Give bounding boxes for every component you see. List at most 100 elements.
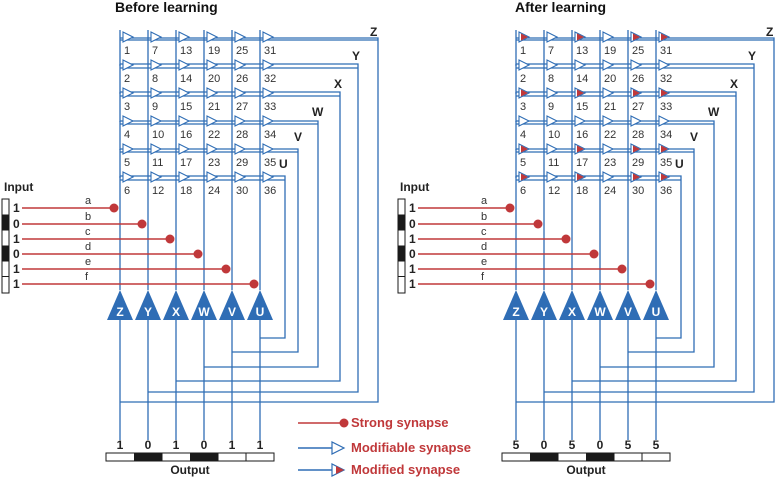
synapse-triangle xyxy=(234,115,247,127)
strong-synapse-dot xyxy=(645,279,655,289)
synapse-triangle xyxy=(602,171,615,183)
synapse-number: 9 xyxy=(152,101,158,113)
input-strip-segment-dark xyxy=(2,245,9,261)
strong-synapse-dot xyxy=(165,234,175,244)
output-value: 1 xyxy=(229,438,236,452)
modified-synapse-fill xyxy=(521,145,528,153)
feedback-line xyxy=(120,37,379,403)
neuron-cell xyxy=(587,290,613,320)
output-value: 0 xyxy=(201,438,208,452)
synapse-number: 16 xyxy=(180,129,192,141)
input-value: 1 xyxy=(409,262,416,276)
input-value: 1 xyxy=(13,277,20,291)
feedback-line xyxy=(516,91,737,382)
input-value: 1 xyxy=(13,262,20,276)
synapse-number: 19 xyxy=(604,45,616,57)
neuron-cell xyxy=(615,290,641,320)
synapse-number: 15 xyxy=(576,101,588,113)
output-value: 0 xyxy=(541,438,548,452)
neuron-cell xyxy=(531,290,557,320)
output-value: 5 xyxy=(569,438,576,452)
output-label: Output xyxy=(170,463,209,477)
modified-synapse-fill xyxy=(577,89,584,97)
synapse-number: 6 xyxy=(520,185,526,197)
synapse-triangle xyxy=(122,59,135,71)
synapse-number: 20 xyxy=(604,73,616,85)
synapse-number: 27 xyxy=(632,101,644,113)
feedback-label: X xyxy=(730,77,738,91)
input-line-label: e xyxy=(85,256,91,268)
synapse-number: 30 xyxy=(632,185,644,197)
output-value: 1 xyxy=(117,438,124,452)
synapse-triangle xyxy=(262,143,275,155)
synapse-number: 4 xyxy=(124,129,130,141)
neuron-label: W xyxy=(198,305,210,319)
synapse-number: 13 xyxy=(576,45,588,57)
synapse-number: 26 xyxy=(236,73,248,85)
input-value: 1 xyxy=(409,201,416,215)
feedback-line xyxy=(516,120,715,368)
output-value: 1 xyxy=(173,438,180,452)
input-value: 1 xyxy=(13,232,20,246)
synapse-triangle xyxy=(122,87,135,99)
synapse-triangle xyxy=(602,87,615,99)
neuron-cell xyxy=(247,290,273,320)
feedback-label: X xyxy=(334,77,342,91)
modified-synapse-fill xyxy=(577,173,584,181)
feedback-label: W xyxy=(312,105,324,119)
modified-synapse-fill xyxy=(521,33,528,41)
output-value: 1 xyxy=(257,438,264,452)
synapse-number: 1 xyxy=(124,45,130,57)
synapse-number: 35 xyxy=(264,157,276,169)
feedback-label: V xyxy=(690,130,698,144)
strong-synapse-dot xyxy=(137,219,147,229)
input-strip-segment-dark xyxy=(2,214,9,230)
synapse-number: 23 xyxy=(604,157,616,169)
synapse-triangle xyxy=(602,115,615,127)
synapse-triangle xyxy=(546,59,559,71)
synapse-number: 22 xyxy=(208,129,220,141)
synapse-number: 28 xyxy=(236,129,248,141)
input-line-label: a xyxy=(85,195,92,207)
synapse-triangle xyxy=(150,87,163,99)
modified-synapse-fill xyxy=(577,33,584,41)
synapse-number: 18 xyxy=(180,185,192,197)
synapse-triangle xyxy=(206,115,219,127)
synapse-number: 36 xyxy=(264,185,276,197)
neuron-label: Y xyxy=(144,305,152,319)
neuron-label: V xyxy=(228,305,236,319)
input-line-label: c xyxy=(481,226,487,238)
synapse-triangle xyxy=(602,59,615,71)
synapse-triangle xyxy=(262,115,275,127)
strong-synapse-dot xyxy=(249,279,259,289)
input-line-label: f xyxy=(481,271,485,283)
feedback-line xyxy=(120,120,319,368)
neuron-cell xyxy=(107,290,133,320)
synapse-number: 36 xyxy=(660,185,672,197)
feedback-label: Y xyxy=(748,49,756,63)
input-line-label: f xyxy=(85,271,89,283)
synapse-triangle xyxy=(602,31,615,43)
synapse-triangle xyxy=(206,59,219,71)
synapse-triangle xyxy=(206,171,219,183)
input-strip-segment-dark xyxy=(398,214,405,230)
modified-synapse-fill xyxy=(661,89,668,97)
input-label: Input xyxy=(400,180,429,194)
synapse-triangle xyxy=(602,143,615,155)
modified-synapse-fill xyxy=(633,173,640,181)
synapse-triangle xyxy=(262,171,275,183)
strong-synapse-dot xyxy=(505,203,515,213)
neuron-label: W xyxy=(594,305,606,319)
legend-strong-label: Strong synapse xyxy=(351,415,449,430)
synapse-triangle xyxy=(630,115,643,127)
synapse-number: 7 xyxy=(152,45,158,57)
legend-modified-fill xyxy=(336,466,344,474)
neuron-label: Y xyxy=(540,305,548,319)
neuron-label: Z xyxy=(512,305,519,319)
output-value: 5 xyxy=(625,438,632,452)
feedback-line xyxy=(516,37,775,403)
modified-synapse-fill xyxy=(661,145,668,153)
modified-synapse-fill xyxy=(661,173,668,181)
synapse-triangle xyxy=(574,115,587,127)
